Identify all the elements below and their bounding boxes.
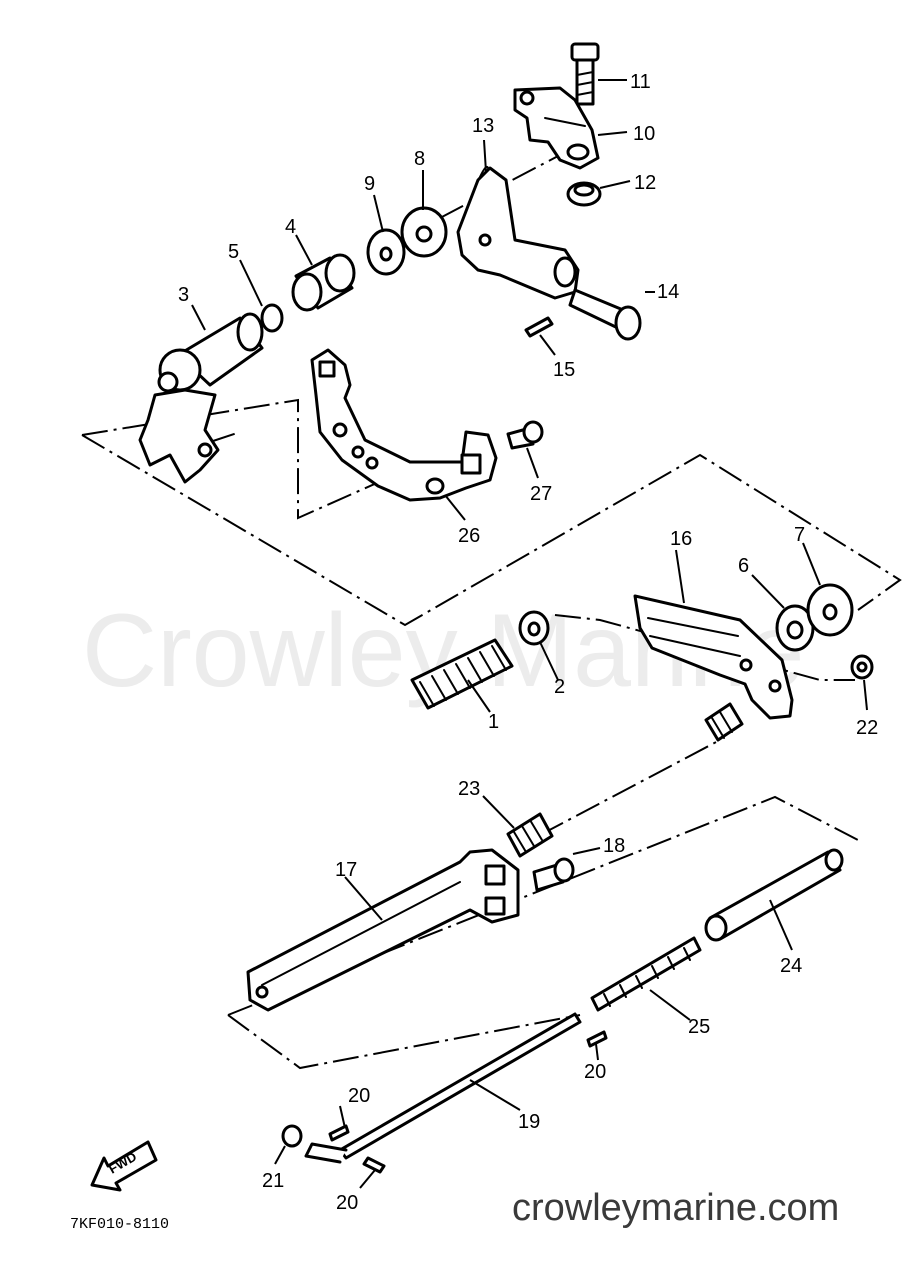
- callout-6: 6: [738, 555, 749, 577]
- callout-16: 16: [670, 528, 692, 550]
- callout-9: 9: [364, 173, 375, 195]
- callout-2: 2: [554, 676, 565, 698]
- part-4-bushing[interactable]: [291, 253, 356, 312]
- assembly-outlines: [81, 154, 902, 1070]
- callout-4: 4: [285, 216, 296, 238]
- part-26-arc-plate[interactable]: [310, 348, 498, 502]
- part-9-washer[interactable]: [366, 228, 406, 276]
- part-27-screw[interactable]: [506, 420, 544, 450]
- callout-24: 24: [780, 955, 802, 977]
- part-18-bolt[interactable]: [532, 857, 575, 892]
- callout-13: 13: [472, 115, 494, 137]
- part-20-cotter-pins[interactable]: [328, 1030, 608, 1174]
- callout-labels: 1234567891011121314151617181920202021222…: [178, 71, 878, 1214]
- outline-lower-top: [227, 795, 859, 1016]
- outline-middle: [554, 614, 855, 681]
- part-19-rod[interactable]: [304, 1012, 582, 1164]
- part-8-washer[interactable]: [400, 206, 448, 258]
- callout-22: 22: [856, 717, 878, 739]
- part-16-plate[interactable]: [633, 594, 794, 720]
- callout-10: 10: [633, 123, 655, 145]
- callout-27: 27: [530, 483, 552, 505]
- part-10-bracket[interactable]: [513, 86, 600, 170]
- part-14-pin[interactable]: [568, 288, 642, 341]
- part-11-bolt[interactable]: [570, 42, 600, 106]
- outline-lower-bottom: [227, 1014, 581, 1070]
- part-24-tube[interactable]: [704, 848, 844, 942]
- callout-23: 23: [458, 778, 480, 800]
- part-5-ring[interactable]: [260, 303, 284, 333]
- watermark-url: crowleymarine.com: [512, 1187, 839, 1229]
- callout-20a: 20: [584, 1061, 606, 1083]
- callout-20b: 20: [348, 1085, 370, 1107]
- part-23-spring[interactable]: [506, 702, 744, 858]
- callout-7: 7: [794, 524, 805, 546]
- callout-5: 5: [228, 241, 239, 263]
- callout-leaders: [191, 79, 868, 1189]
- callout-8: 8: [414, 148, 425, 170]
- part-22-washer[interactable]: [850, 654, 874, 680]
- part-3-lever[interactable]: [138, 312, 264, 484]
- part-21-washer[interactable]: [281, 1124, 303, 1148]
- callout-3: 3: [178, 284, 189, 306]
- outline-upper-left: [81, 398, 389, 520]
- axis-line-10: [439, 154, 561, 219]
- outline-upper-right: [81, 434, 902, 627]
- part-15-cotter-pin[interactable]: [524, 316, 554, 338]
- axis-line-3: [209, 431, 241, 443]
- callout-12: 12: [634, 172, 656, 194]
- callout-11: 11: [630, 71, 651, 93]
- part-2-washer[interactable]: [518, 610, 550, 646]
- callout-21: 21: [262, 1170, 284, 1192]
- callout-14: 14: [657, 281, 679, 303]
- part-13-bracket[interactable]: [456, 166, 580, 300]
- callout-1: 1: [488, 711, 499, 733]
- part-12-nut[interactable]: [566, 181, 602, 207]
- part-25-spring[interactable]: [590, 936, 702, 1012]
- part-17-lever[interactable]: [246, 848, 520, 1012]
- callout-15: 15: [553, 359, 575, 381]
- callout-19: 19: [518, 1111, 540, 1133]
- part-7-washer[interactable]: [806, 583, 854, 637]
- fwd-arrow-icon: FWD: [90, 1140, 158, 1192]
- part-1-spring[interactable]: [410, 638, 514, 710]
- callout-17: 17: [335, 859, 357, 881]
- callout-18: 18: [603, 835, 625, 857]
- callout-20c: 20: [336, 1192, 358, 1214]
- axis-line-23: [539, 739, 721, 836]
- callout-26: 26: [458, 525, 480, 547]
- drawing-code: 7KF010-8110: [70, 1216, 169, 1233]
- callout-25: 25: [688, 1016, 710, 1038]
